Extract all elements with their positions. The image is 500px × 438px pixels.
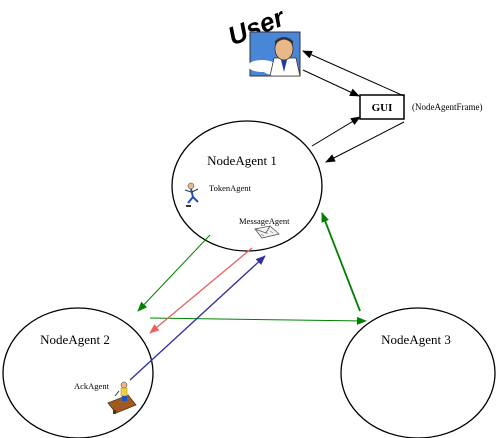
token-agent-icon bbox=[184, 182, 199, 207]
gui-box bbox=[359, 94, 405, 120]
arrow-message-to-node2 bbox=[149, 247, 253, 334]
gui-label: GUI bbox=[372, 102, 393, 114]
arrow-node2-to-node3 bbox=[149, 316, 367, 325]
node-agent-2-circle bbox=[2, 307, 154, 438]
arrow-gui-to-user bbox=[302, 50, 405, 97]
node-agent-3-label: NodeAgent 3 bbox=[381, 332, 451, 347]
node-agent-3-circle bbox=[340, 307, 496, 438]
node-agent-1-circle bbox=[171, 120, 323, 252]
message-agent-label: MessageAgent bbox=[239, 216, 290, 226]
node-agent-2-label: NodeAgent 2 bbox=[40, 332, 110, 347]
arrow-node1-to-node2 bbox=[137, 234, 211, 312]
arrow-gui-to-node1 bbox=[325, 121, 405, 163]
token-agent-label: TokenAgent bbox=[209, 183, 252, 193]
arrow-node3-to-node1 bbox=[321, 212, 361, 312]
gui-caption: (NodeAgentFrame) bbox=[412, 102, 482, 112]
node-agent-1-label: NodeAgent 1 bbox=[207, 153, 277, 168]
ack-agent-label: AckAgent bbox=[74, 381, 110, 391]
user-avatar-icon bbox=[248, 31, 301, 77]
arrow-user-to-gui bbox=[302, 69, 360, 97]
arrow-ack-to-node1 bbox=[129, 255, 266, 381]
message-agent-icon bbox=[254, 225, 280, 239]
ack-agent-icon bbox=[107, 381, 137, 414]
arrow-node1-to-gui bbox=[311, 116, 361, 147]
